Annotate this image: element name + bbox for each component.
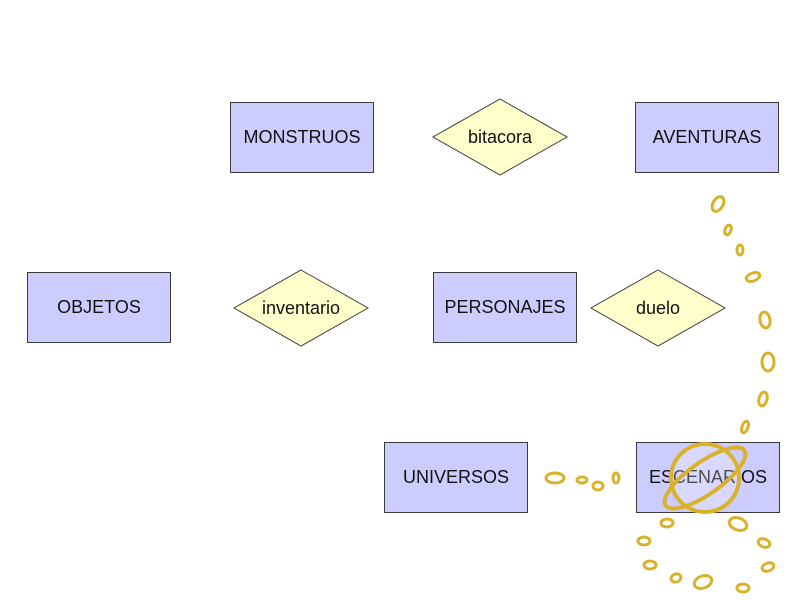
relationship-duelo-shape <box>589 269 727 347</box>
ring-icon <box>591 480 605 492</box>
ring-icon <box>760 351 776 373</box>
ring-icon <box>744 271 762 283</box>
relationship-inventario-shape <box>232 269 370 347</box>
entity-universos-label: UNIVERSOS <box>402 467 510 487</box>
ring-icon <box>659 517 675 529</box>
relationship-bitacora-label: bitacora <box>467 126 533 147</box>
saturn-icon <box>662 442 748 514</box>
entity-objetos-label: OBJETOS <box>57 297 141 317</box>
entity-monstruos-label: MONSTRUOS <box>243 127 361 147</box>
entity-personajes-label: PERSONAJES <box>444 297 566 317</box>
ring-icon <box>740 419 750 435</box>
ring-icon <box>692 574 714 590</box>
relationship-duelo-label: duelo <box>635 297 681 318</box>
ring-icon <box>756 537 772 549</box>
ring-icon <box>575 475 589 485</box>
entity-aventuras-label: AVENTURAS <box>652 127 762 147</box>
entity-universos[interactable]: UNIVERSOS <box>384 442 528 513</box>
ring-icon <box>735 582 751 594</box>
relationship-duelo[interactable]: duelo <box>589 269 727 347</box>
entity-aventuras[interactable]: AVENTURAS <box>635 102 779 173</box>
ring-icon <box>544 471 566 485</box>
ring-icon <box>636 535 652 547</box>
ring-icon <box>758 310 772 330</box>
ring-icon <box>760 561 776 573</box>
entity-escenarios[interactable]: ESCENARIOS <box>636 442 780 513</box>
ring-icon <box>710 195 726 213</box>
ring-icon <box>723 223 733 237</box>
ring-icon <box>642 559 658 571</box>
entity-personajes[interactable]: PERSONAJES <box>433 272 577 343</box>
relationship-inventario-label: inventario <box>261 297 341 318</box>
ring-icon <box>735 243 745 257</box>
relationship-bitacora-shape <box>431 98 569 176</box>
ring-icon <box>669 572 683 584</box>
entity-objetos[interactable]: OBJETOS <box>27 272 171 343</box>
ring-icon <box>757 390 769 408</box>
ring-icon <box>727 516 749 532</box>
relationship-bitacora[interactable]: bitacora <box>431 98 569 176</box>
ring-icon <box>611 471 621 485</box>
relationship-inventario[interactable]: inventario <box>232 269 370 347</box>
entity-monstruos[interactable]: MONSTRUOS <box>230 102 374 173</box>
